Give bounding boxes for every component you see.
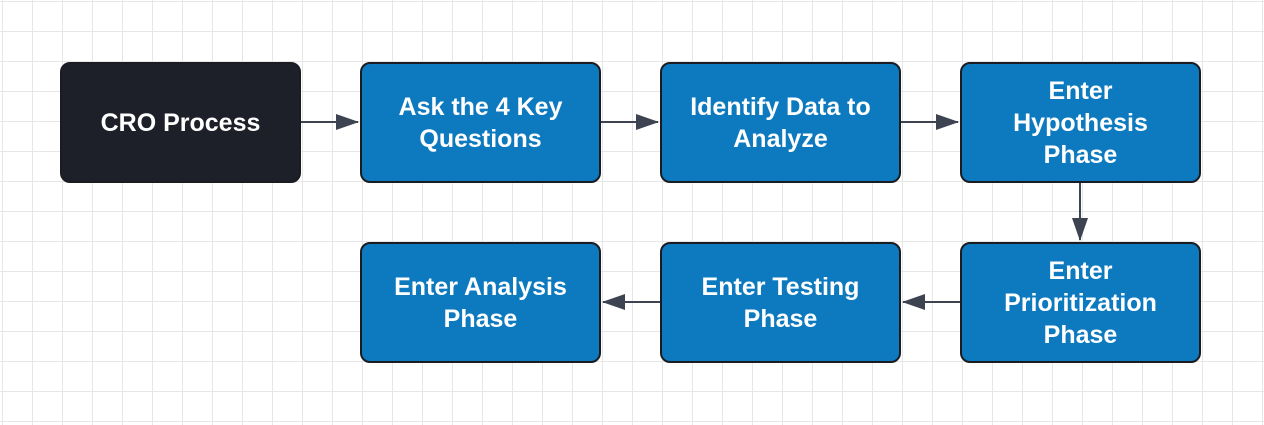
node-label: CRO Process	[100, 108, 261, 137]
node-hypothesis-phase[interactable]: Enter Hypothesis Phase	[960, 62, 1201, 183]
arrowhead	[602, 294, 625, 310]
node-label: Enter Analysis Phase	[394, 272, 567, 333]
node-ask-key-questions[interactable]: Ask the 4 Key Questions	[360, 62, 601, 183]
arrowhead	[936, 114, 959, 130]
arrowhead	[1072, 218, 1088, 241]
arrowhead	[902, 294, 925, 310]
node-label: Enter Prioritization Phase	[1004, 256, 1157, 349]
arrowhead	[636, 114, 659, 130]
node-identify-data[interactable]: Identify Data to Analyze	[660, 62, 901, 183]
node-label: Enter Hypothesis Phase	[1013, 76, 1148, 169]
node-label: Enter Testing Phase	[701, 272, 860, 333]
node-label: Identify Data to Analyze	[690, 92, 871, 153]
node-cro-process[interactable]: CRO Process	[60, 62, 301, 183]
node-testing-phase[interactable]: Enter Testing Phase	[660, 242, 901, 363]
arrowhead	[336, 114, 359, 130]
node-label: Ask the 4 Key Questions	[398, 92, 563, 153]
node-analysis-phase[interactable]: Enter Analysis Phase	[360, 242, 601, 363]
node-prioritization-phase[interactable]: Enter Prioritization Phase	[960, 242, 1201, 363]
